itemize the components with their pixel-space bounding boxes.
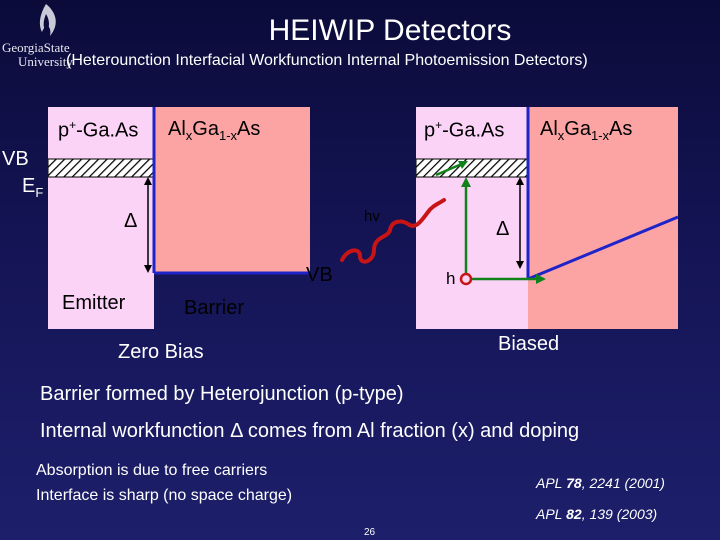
hole-arrow-head-right <box>536 274 546 284</box>
emitter-region <box>416 107 528 329</box>
delta-arrow-head-down <box>144 265 152 273</box>
zero-bias-band-svg <box>47 107 310 329</box>
left-emitter-material: p+-Ga.As <box>58 118 139 142</box>
barrier-region <box>528 107 678 329</box>
emitter-label: Emitter <box>62 292 126 314</box>
left-vb-label: VB <box>2 148 29 170</box>
biased-caption: Biased <box>498 333 560 355</box>
slide-title: HEIWIP Detectors <box>268 14 512 47</box>
emitter-region <box>48 107 154 329</box>
logo-text-university: University <box>18 54 73 69</box>
hv-label: hv <box>364 208 380 225</box>
body-line-interface: Interface is sharp (no space charge) <box>36 487 293 504</box>
photon-wave-icon <box>338 190 448 270</box>
reference-1: APL 78, 2241 (2001) <box>536 475 665 491</box>
logo-text-georgia: Georgia <box>2 40 44 55</box>
zero-bias-caption: Zero Bias <box>118 341 204 363</box>
right-delta-label: Δ <box>496 218 510 240</box>
flame-logo-icon <box>39 4 56 36</box>
reference-2: APL 82, 139 (2003) <box>536 506 658 522</box>
left-ef-label: EF <box>22 175 44 200</box>
left-delta-label: Δ <box>124 210 138 232</box>
barrier-label: Barrier <box>184 297 245 319</box>
body-line-barrier: Barrier formed by Heterojunction (p-type… <box>40 383 404 405</box>
right-barrier-material: AlxGa1-xAs <box>540 118 633 143</box>
hole-emission-arrow <box>435 161 465 177</box>
body-line-workfunction: Internal workfunction Δ comes from Al fr… <box>40 420 580 442</box>
delta-arrow-head-up <box>144 177 152 185</box>
delta-arrow-head-up <box>516 177 524 185</box>
hole-label: h <box>446 269 456 288</box>
page-number: 26 <box>364 527 376 538</box>
logo-text-state: State <box>43 40 70 55</box>
hole-arrow-head-up <box>461 177 471 187</box>
hole-emission-arrow-head <box>458 161 468 169</box>
biased-diagram <box>415 107 679 329</box>
georgia-state-logo: GeorgiaState University <box>2 2 76 72</box>
slide-subtitle: (Heterounction Interfacial Workfunction … <box>66 52 588 69</box>
left-barrier-material: AlxGa1-xAs <box>168 118 261 143</box>
delta-arrow-head-down <box>516 261 524 269</box>
right-emitter-material: p+-Ga.As <box>424 118 505 142</box>
tilted-barrier-line <box>527 215 679 281</box>
biased-band-svg <box>415 107 679 329</box>
body-line-absorption: Absorption is due to free carriers <box>36 462 268 479</box>
hole-marker <box>459 272 473 286</box>
fermi-hatch <box>47 158 155 178</box>
fermi-hatch <box>415 158 529 178</box>
barrier-region <box>154 107 310 273</box>
right-vb-label: VB <box>306 264 333 286</box>
zero-bias-diagram <box>47 107 310 329</box>
